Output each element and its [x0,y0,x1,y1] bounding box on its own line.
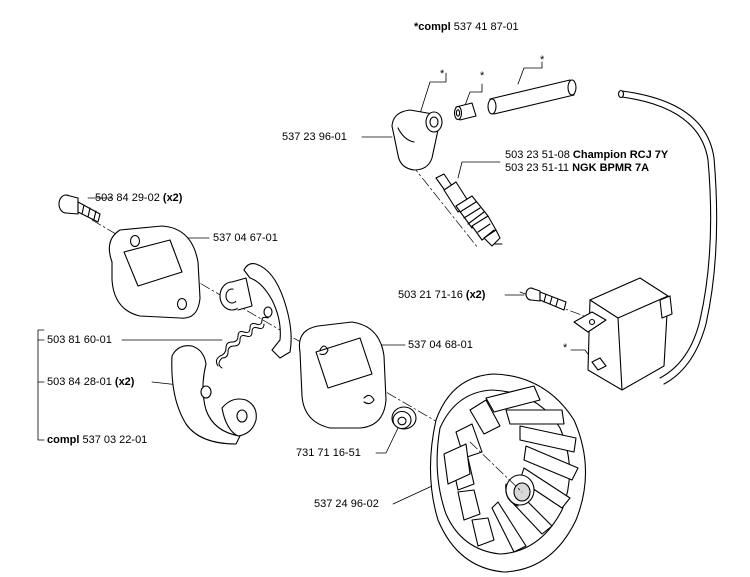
clutch-bracket [37,329,45,441]
label-plug-b: 503 23 51-11 NGK BPMR 7A [505,162,649,175]
ht-cable [617,89,718,385]
label-spring: 503 81 60-01 [47,334,112,347]
axis-flywheel [469,441,523,493]
label-clutch-screw: 503 84 28-01 (x2) [47,376,134,389]
leader-sleeve-star [463,83,483,109]
label-coil-screw-qty: (x2) [465,289,486,301]
ignition-coil [573,277,673,391]
label-screw-top-part: 503 84 29-02 [95,192,160,204]
label-cap-part: 537 23 96-01 [282,131,347,143]
label-plate-top-part: 537 04 67-01 [213,232,278,244]
label-plug-a: 503 23 51-08 Champion RCJ 7Y [505,149,668,162]
label-clutch-compl-prefix: compl [47,434,80,446]
clutch-shoe-upper [219,263,292,359]
label-plate-bottom: 537 04 68-01 [408,339,473,352]
star-cap: * [440,68,445,80]
label-plate-bottom-part: 537 04 68-01 [408,339,473,351]
clutch-spring [215,316,269,369]
label-clutch-compl: compl 537 03 22-01 [47,434,147,447]
label-flywheel: 537 24 96-02 [314,498,379,511]
label-coil-screw-part: 503 21 71-16 [398,289,463,301]
label-plug-a-part: 503 23 51-08 [505,149,570,161]
star-coil: * [563,342,568,354]
label-plug-b-name: NGK BPMR 7A [572,162,650,174]
cable-tube [487,79,577,115]
label-clutch-compl-part: 537 03 22-01 [82,434,148,446]
flywheel-nut [391,406,417,430]
kit-label-prefix: *compl [414,21,451,33]
kit-label-part: 537 41 87-01 [453,21,519,33]
kit-label: *compl 537 41 87-01 [414,21,519,34]
star-tube: * [540,54,545,66]
label-cap: 537 23 96-01 [282,131,347,144]
spark-plug-cap [391,109,443,171]
plate-bottom [298,321,387,429]
label-screw-top: 503 84 29-02 (x2) [95,192,182,205]
flywheel [429,373,587,573]
screw-top [58,194,101,223]
leader-tube-star [517,61,543,85]
label-coil-screw: 503 21 71-16 (x2) [398,289,485,302]
label-plate-top: 537 04 67-01 [213,232,278,245]
label-plug-b-part: 503 23 51-11 [505,162,570,174]
leader-nut [375,427,399,454]
label-plug-a-name: Champion RCJ 7Y [572,149,669,161]
label-spring-part: 503 81 60-01 [47,334,112,346]
label-flywheel-part: 537 24 96-02 [314,498,379,510]
label-nut: 731 71 16-51 [296,447,361,460]
spark-plug [435,173,503,247]
leader-plug [457,161,501,179]
cap-sleeve [453,102,477,121]
label-clutch-screw-part: 503 84 28-01 [47,376,112,388]
coil-screw [525,287,567,311]
star-sleeve: * [480,70,485,82]
leader-cap-star [417,72,447,121]
label-screw-top-qty: (x2) [162,192,183,204]
clutch-shoe-lower [171,345,257,445]
label-nut-part: 731 71 16-51 [296,447,361,459]
plate-top [108,225,201,319]
label-clutch-screw-qty: (x2) [114,376,135,388]
